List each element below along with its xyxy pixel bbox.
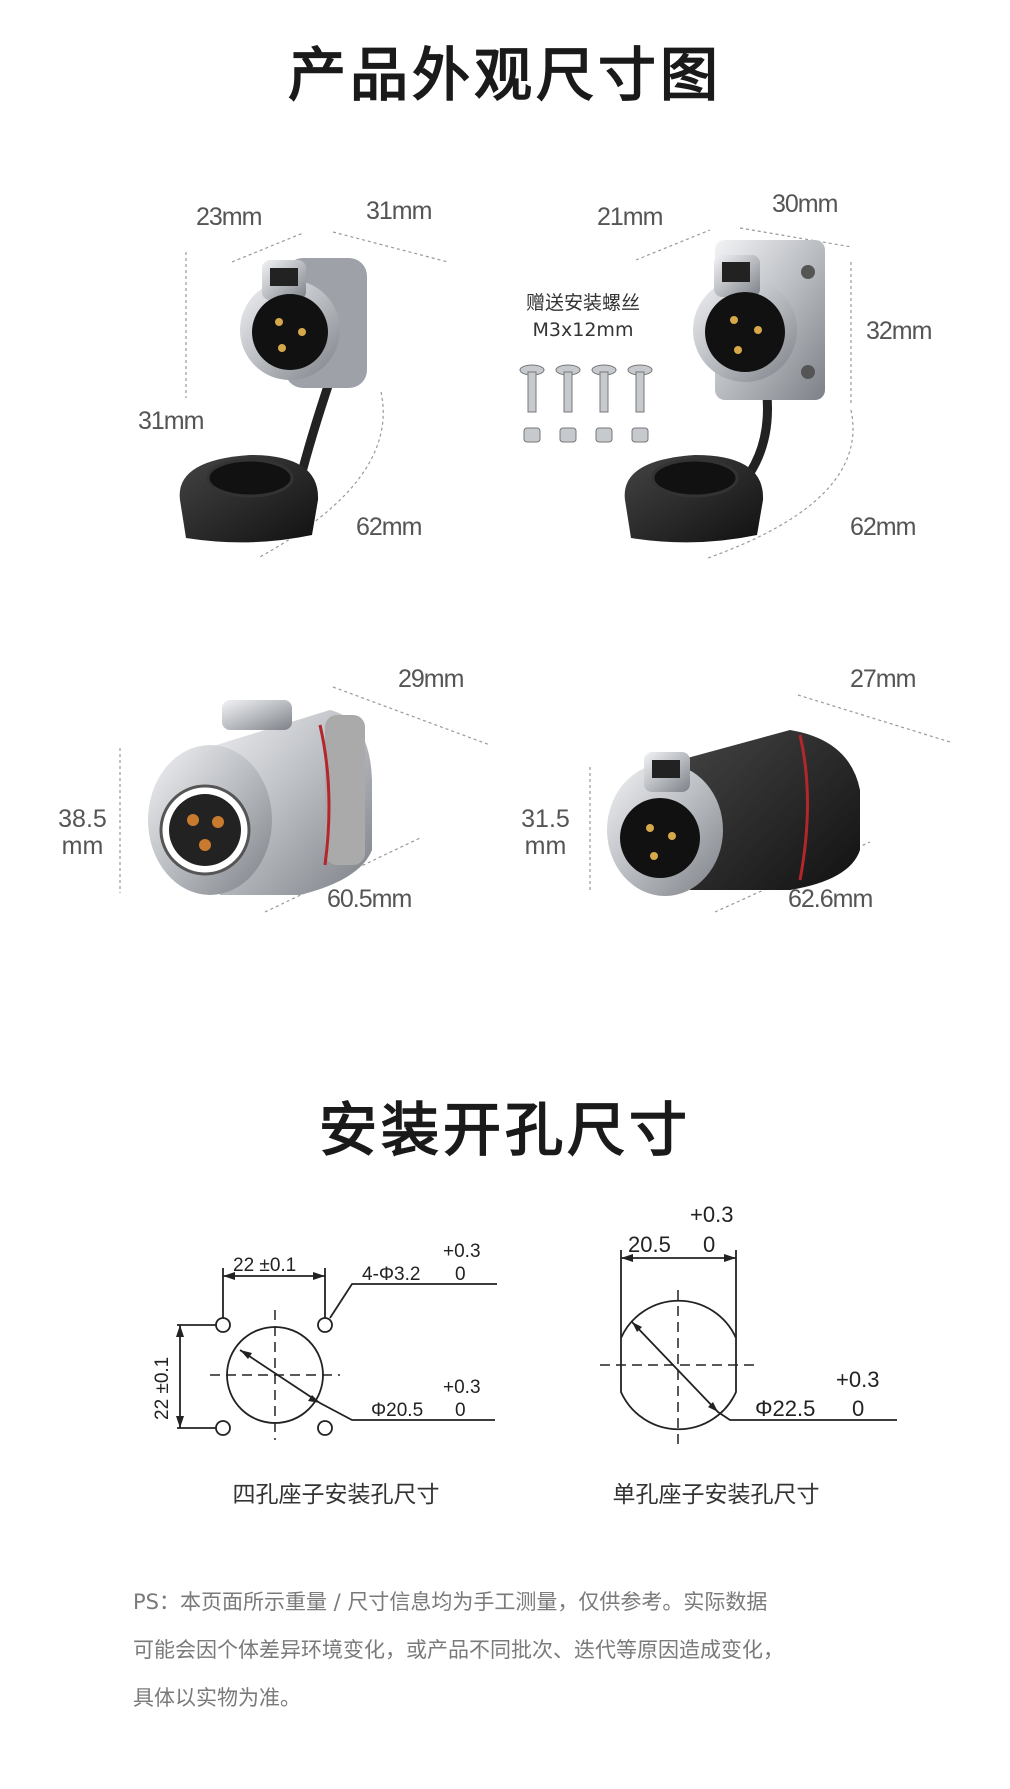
- note-line: PS：本页面所示重量 / 尺寸信息均为手工测量，仅供参考。实际数据: [133, 1590, 768, 1614]
- single-hole-drawing: [600, 1250, 897, 1445]
- dim-label: 23mm: [196, 203, 262, 231]
- bore-tol-upper-left: +0.3: [443, 1377, 481, 1398]
- section-title-mounting: 安装开孔尺寸: [318, 1096, 691, 1164]
- caption-four-hole: 四孔座子安装孔尺寸: [232, 1482, 440, 1508]
- product-illustrations: [119, 227, 951, 913]
- dim-label: 30mm: [772, 190, 838, 218]
- four-hole-drawing: [176, 1268, 497, 1440]
- dim-value: 38.5: [58, 805, 107, 833]
- hole-tol-lower: 0: [455, 1264, 466, 1285]
- dim-label: 62mm: [850, 513, 916, 541]
- dim-value: 31.5: [521, 805, 570, 833]
- width-label: 20.5: [628, 1232, 671, 1257]
- four-hole-socket-image: [179, 258, 367, 543]
- note-line: 具体以实物为准。: [133, 1686, 301, 1710]
- bore-tol-lower-right: 0: [852, 1396, 864, 1421]
- dim-label-stacked: 31.5 mm: [518, 806, 573, 860]
- spacing-h-label: 22 ±0.1: [233, 1255, 296, 1276]
- dim-label: 62mm: [356, 513, 422, 541]
- dim-label: 21mm: [597, 203, 663, 231]
- dim-label: 32mm: [866, 317, 932, 345]
- disclaimer-note: PS：本页面所示重量 / 尺寸信息均为手工测量，仅供参考。实际数据 可能会因个体…: [133, 1578, 903, 1722]
- male-plug-image: [607, 730, 860, 896]
- female-plug-image: [148, 700, 372, 895]
- bore-tol-lower-left: 0: [455, 1400, 466, 1421]
- dim-label-stacked: 38.5 mm: [55, 806, 110, 860]
- dim-label: 27mm: [850, 665, 916, 693]
- width-tol-lower: 0: [703, 1232, 715, 1257]
- bore-label-right: Φ22.5: [755, 1396, 815, 1421]
- bore-label-left: Φ20.5: [371, 1400, 423, 1421]
- dim-unit: mm: [524, 832, 567, 860]
- hole-label: 4-Φ3.2: [362, 1264, 420, 1285]
- caption-single-hole: 单孔座子安装孔尺寸: [612, 1482, 820, 1508]
- dimension-lines: [119, 227, 951, 913]
- screws-label-line1: 赠送安装螺丝: [525, 292, 640, 314]
- width-tol-upper: +0.3: [690, 1202, 733, 1227]
- mounting-hole-drawings: 22 ±0.1 22 ±0.1 4-Φ3.2 +0.3 0 Φ20.5 +0.3…: [152, 1202, 897, 1445]
- dim-label: 60.5mm: [327, 885, 412, 913]
- bore-tol-upper-right: +0.3: [836, 1367, 879, 1392]
- dim-label: 31mm: [366, 197, 432, 225]
- dim-label: 31mm: [138, 407, 204, 435]
- dim-label: 29mm: [398, 665, 464, 693]
- section-title-appearance: 产品外观尺寸图: [287, 41, 722, 109]
- dim-label: 62.6mm: [788, 885, 873, 913]
- hole-tol-upper: +0.3: [443, 1241, 481, 1262]
- spacing-v-label: 22 ±0.1: [152, 1357, 173, 1420]
- screws-image: [519, 364, 653, 443]
- flange-socket-image: [624, 240, 825, 543]
- dim-unit: mm: [61, 832, 104, 860]
- screws-label: 赠送安装螺丝 M3x12mm: [498, 290, 668, 344]
- screws-label-line2: M3x12mm: [532, 319, 634, 341]
- note-line: 可能会因个体差异环境变化，或产品不同批次、迭代等原因造成变化，: [133, 1638, 784, 1662]
